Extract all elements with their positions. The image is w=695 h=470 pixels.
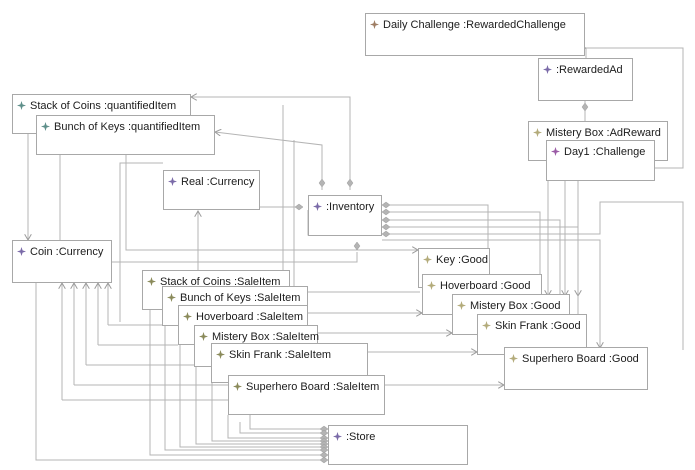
node-label: Skin Frank :SaleItem <box>229 349 332 361</box>
edge-inventory-bunchqi <box>215 132 323 190</box>
edge-store-9 <box>249 415 328 430</box>
teal-star-icon <box>17 101 26 110</box>
node-label: :Inventory <box>326 201 375 213</box>
edge-store-8 <box>239 422 328 434</box>
edge-store-2 <box>149 290 328 456</box>
diamond-store-2 <box>319 429 329 437</box>
node-rewarded-ad[interactable]: :RewardedAd <box>538 58 633 101</box>
khaki-star-icon <box>427 281 436 290</box>
diamond-inv-1 <box>318 178 326 188</box>
edge-inventory-super <box>382 201 684 350</box>
node-bunch-of-keys-quantified[interactable]: Bunch of Keys :quantifiedItem <box>36 115 215 155</box>
olive-star-icon <box>183 312 192 321</box>
node-label: Bunch of Keys :quantifiedItem <box>54 121 201 133</box>
node-label: Hoverboard :Good <box>440 280 531 292</box>
edge-store-5 <box>195 345 328 445</box>
edge-bunchqi-key <box>125 155 418 250</box>
khaki-star-icon <box>509 354 518 363</box>
purple-star-icon <box>168 177 177 186</box>
diamond-inv-3 <box>294 203 304 211</box>
diamond-inv-6 <box>381 208 391 216</box>
edge-store-4 <box>179 325 328 448</box>
node-store[interactable]: :Store <box>328 425 468 465</box>
node-day1-challenge[interactable]: Day1 :Challenge <box>546 140 655 181</box>
purple-star-icon <box>17 247 26 256</box>
purple-star-icon <box>543 65 552 74</box>
diamond-store-7 <box>319 446 329 454</box>
teal-star-icon <box>41 122 50 131</box>
node-label: :Store <box>346 431 376 443</box>
node-label: Skin Frank :Good <box>495 320 581 332</box>
edge-store-6 <box>211 365 328 442</box>
node-inventory[interactable]: :Inventory <box>308 195 382 236</box>
violet-star-icon <box>551 147 560 156</box>
diamond-store-8 <box>319 451 329 459</box>
node-label: Mistery Box :Good <box>470 300 561 312</box>
edge-daily-day1 <box>578 47 684 169</box>
purple-star-icon <box>333 432 342 441</box>
node-label: Mistery Box :SaleItem <box>212 331 319 343</box>
edge-inventory-super2 <box>382 239 600 348</box>
olive-star-icon <box>216 350 225 359</box>
node-label: :RewardedAd <box>556 64 623 76</box>
node-label: Hoverboard :SaleItem <box>196 311 303 323</box>
khaki-star-icon <box>457 301 466 310</box>
node-coin-currency[interactable]: Coin :Currency <box>12 240 112 283</box>
node-label: Stack of Coins :SaleItem <box>160 276 281 288</box>
diamond-inv-7 <box>381 216 391 224</box>
node-label: Bunch of Keys :SaleItem <box>180 292 301 304</box>
diamond-inv-4 <box>353 241 361 251</box>
diamond-store-9 <box>319 456 329 464</box>
diamond-rewardedad <box>581 102 589 112</box>
node-label: Mistery Box :AdReward <box>546 127 661 139</box>
node-label: Day1 :Challenge <box>564 146 646 158</box>
diamond-inv-2 <box>346 178 354 188</box>
diamond-inv-5 <box>381 201 391 209</box>
purple-star-icon <box>313 202 322 211</box>
edge-inventory-coin <box>112 252 358 263</box>
node-daily-challenge[interactable]: Daily Challenge :RewardedChallenge <box>365 13 585 56</box>
diamond-inv-9 <box>381 230 391 238</box>
diamond-inv-8 <box>381 223 391 231</box>
olive-star-icon <box>199 332 208 341</box>
edge-inventory-mistery <box>382 219 561 296</box>
khaki-star-icon <box>533 128 542 137</box>
node-real-currency[interactable]: Real :Currency <box>163 170 260 210</box>
edge-inventory-hover <box>382 211 541 276</box>
edge-si-real <box>119 162 163 322</box>
brown-star-icon <box>370 20 379 29</box>
khaki-star-icon <box>482 321 491 330</box>
node-label: Daily Challenge :RewardedChallenge <box>383 19 566 31</box>
node-superhero-board-saleitem[interactable]: Superhero Board :SaleItem <box>228 375 385 415</box>
node-label: Real :Currency <box>181 176 255 188</box>
node-label: Coin :Currency <box>30 246 104 258</box>
edge-inventory-stackqi <box>191 97 351 190</box>
node-label: Key :Good <box>436 254 488 266</box>
node-label: Superhero Board :SaleItem <box>246 381 380 393</box>
olive-star-icon <box>233 382 242 391</box>
edge-store-1 <box>35 268 328 461</box>
olive-star-icon <box>147 277 156 286</box>
edge-inventory-skin <box>382 226 579 316</box>
edge-store-3 <box>164 310 328 451</box>
node-label: Superhero Board :Good <box>522 353 639 365</box>
node-label: Stack of Coins :quantifiedItem <box>30 100 177 112</box>
edge-inventory-key <box>382 204 489 250</box>
edge-store-7 <box>227 415 328 439</box>
node-superhero-board-good[interactable]: Superhero Board :Good <box>504 347 648 390</box>
olive-star-icon <box>167 293 176 302</box>
khaki-star-icon <box>423 255 432 264</box>
